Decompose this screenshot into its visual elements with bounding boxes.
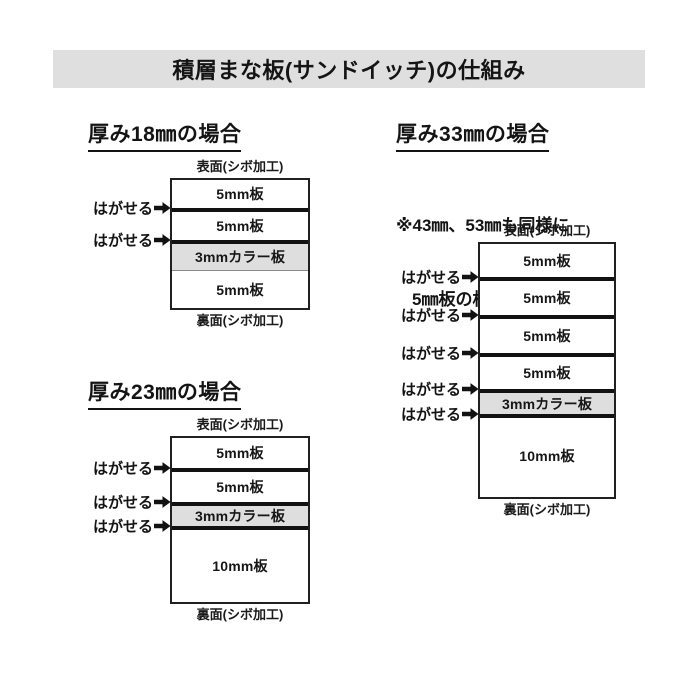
layer-33-2: 5mm板 はがせる <box>401 281 614 325</box>
diagram-thickness-33: 表面(シボ加工) 5mm板 はがせる 5mm板 はがせる <box>401 223 616 518</box>
layer-33-5: 3mmカラー板 はがせる <box>401 393 614 424</box>
peel-label: はがせる <box>400 381 461 399</box>
layer-label: 5mm板 <box>523 290 571 307</box>
layer-stack-18: 5mm板 はがせる 5mm板 はがせる 3mmカラー板 <box>93 178 310 311</box>
layer-label: 3mmカラー板 <box>194 508 286 525</box>
layer-label: 10mm板 <box>519 447 575 464</box>
layer-18-2: 5mm板 はがせる <box>93 212 308 250</box>
right-arrow-icon <box>154 496 171 509</box>
peel-label: はがせる <box>400 307 461 325</box>
layer-stack-33: 5mm板 はがせる 5mm板 はがせる 5mm板 <box>401 242 616 500</box>
peel-label: はがせる <box>400 406 461 424</box>
right-arrow-icon <box>462 383 479 396</box>
right-arrow-icon <box>154 520 171 533</box>
peel-marker-33-3: はがせる <box>401 343 480 364</box>
peel-label: はがせる <box>92 518 153 536</box>
surface-caption-top-33: 表面(シボ加工) <box>503 223 591 238</box>
section-heading-thickness-23: 厚み23㎜の場合 <box>88 376 242 410</box>
surface-caption-bottom-23: 裏面(シボ加工) <box>196 607 284 623</box>
right-arrow-icon <box>154 202 171 215</box>
layer-23-2: 5mm板 はがせる <box>93 472 308 512</box>
page-title: 積層まな板(サンドイッチ)の仕組み <box>172 58 526 83</box>
surface-caption-bottom-33: 裏面(シボ加工) <box>503 502 591 518</box>
peel-marker-23-2: はがせる <box>93 492 172 513</box>
layer-33-4: 5mm板 はがせる <box>401 357 614 399</box>
right-arrow-icon <box>462 408 479 421</box>
peel-marker-18-1: はがせる <box>93 198 172 219</box>
peel-label: はがせる <box>400 269 461 287</box>
right-arrow-icon <box>154 234 171 247</box>
peel-label: はがせる <box>92 232 153 250</box>
right-arrow-icon <box>154 462 171 475</box>
layer-33-6: 10mm板 <box>480 418 614 494</box>
layer-33-3: 5mm板 はがせる <box>401 319 614 363</box>
layer-stack-23: 5mm板 はがせる 5mm板 はがせる 3mmカラー板 <box>93 436 310 605</box>
layer-label: 5mm板 <box>523 328 571 345</box>
peel-marker-33-1: はがせる <box>401 267 480 288</box>
peel-marker-33-2: はがせる <box>401 305 480 326</box>
surface-caption-top-18: 表面(シボ加工) <box>196 159 284 174</box>
peel-marker-23-1: はがせる <box>93 458 172 479</box>
layer-23-3: 3mmカラー板 はがせる <box>93 506 308 536</box>
right-arrow-icon <box>462 347 479 360</box>
diagram-thickness-23: 表面(シボ加工) 5mm板 はがせる 5mm板 はがせる <box>93 417 310 623</box>
peel-marker-33-4: はがせる <box>401 379 480 400</box>
surface-caption-bottom-18: 裏面(シボ加工) <box>196 313 284 329</box>
section-heading-thickness-18: 厚み18㎜の場合 <box>88 118 242 152</box>
peel-label: はがせる <box>400 345 461 363</box>
peel-marker-18-2: はがせる <box>93 230 172 251</box>
layer-23-4: 10mm板 <box>172 530 308 603</box>
layer-label: 3mmカラー板 <box>501 395 593 412</box>
peel-marker-23-3: はがせる <box>93 516 172 537</box>
layer-label: 5mm板 <box>216 218 264 235</box>
layer-label: 5mm板 <box>216 479 264 496</box>
peel-label: はがせる <box>92 460 153 478</box>
note-line-1: ※43㎜、53㎜も同様に <box>396 216 570 236</box>
layer-label: 5mm板 <box>216 186 264 203</box>
layer-18-3: 3mmカラー板 <box>172 244 308 272</box>
layer-18-1: 5mm板 はがせる <box>93 180 308 218</box>
layer-23-1: 5mm板 はがせる <box>93 438 308 478</box>
right-arrow-icon <box>462 271 479 284</box>
peel-marker-33-5: はがせる <box>401 404 480 425</box>
page-title-band: 積層まな板(サンドイッチ)の仕組み <box>53 50 645 88</box>
layer-label: 3mmカラー板 <box>194 249 286 266</box>
layer-label: 10mm板 <box>212 558 268 575</box>
right-arrow-icon <box>462 309 479 322</box>
peel-label: はがせる <box>92 494 153 512</box>
section-heading-thickness-33: 厚み33㎜の場合 <box>396 118 550 152</box>
surface-caption-top-23: 表面(シボ加工) <box>196 417 284 432</box>
layer-label: 5mm板 <box>216 445 264 462</box>
layer-18-4: 5mm板 <box>172 271 308 309</box>
layer-33-1: 5mm板 はがせる <box>401 244 614 287</box>
layer-label: 5mm板 <box>216 281 264 298</box>
layer-label: 5mm板 <box>523 365 571 382</box>
diagram-thickness-18: 表面(シボ加工) 5mm板 はがせる 5mm板 はがせる <box>93 159 310 329</box>
layer-label: 5mm板 <box>523 252 571 269</box>
peel-label: はがせる <box>92 200 153 218</box>
